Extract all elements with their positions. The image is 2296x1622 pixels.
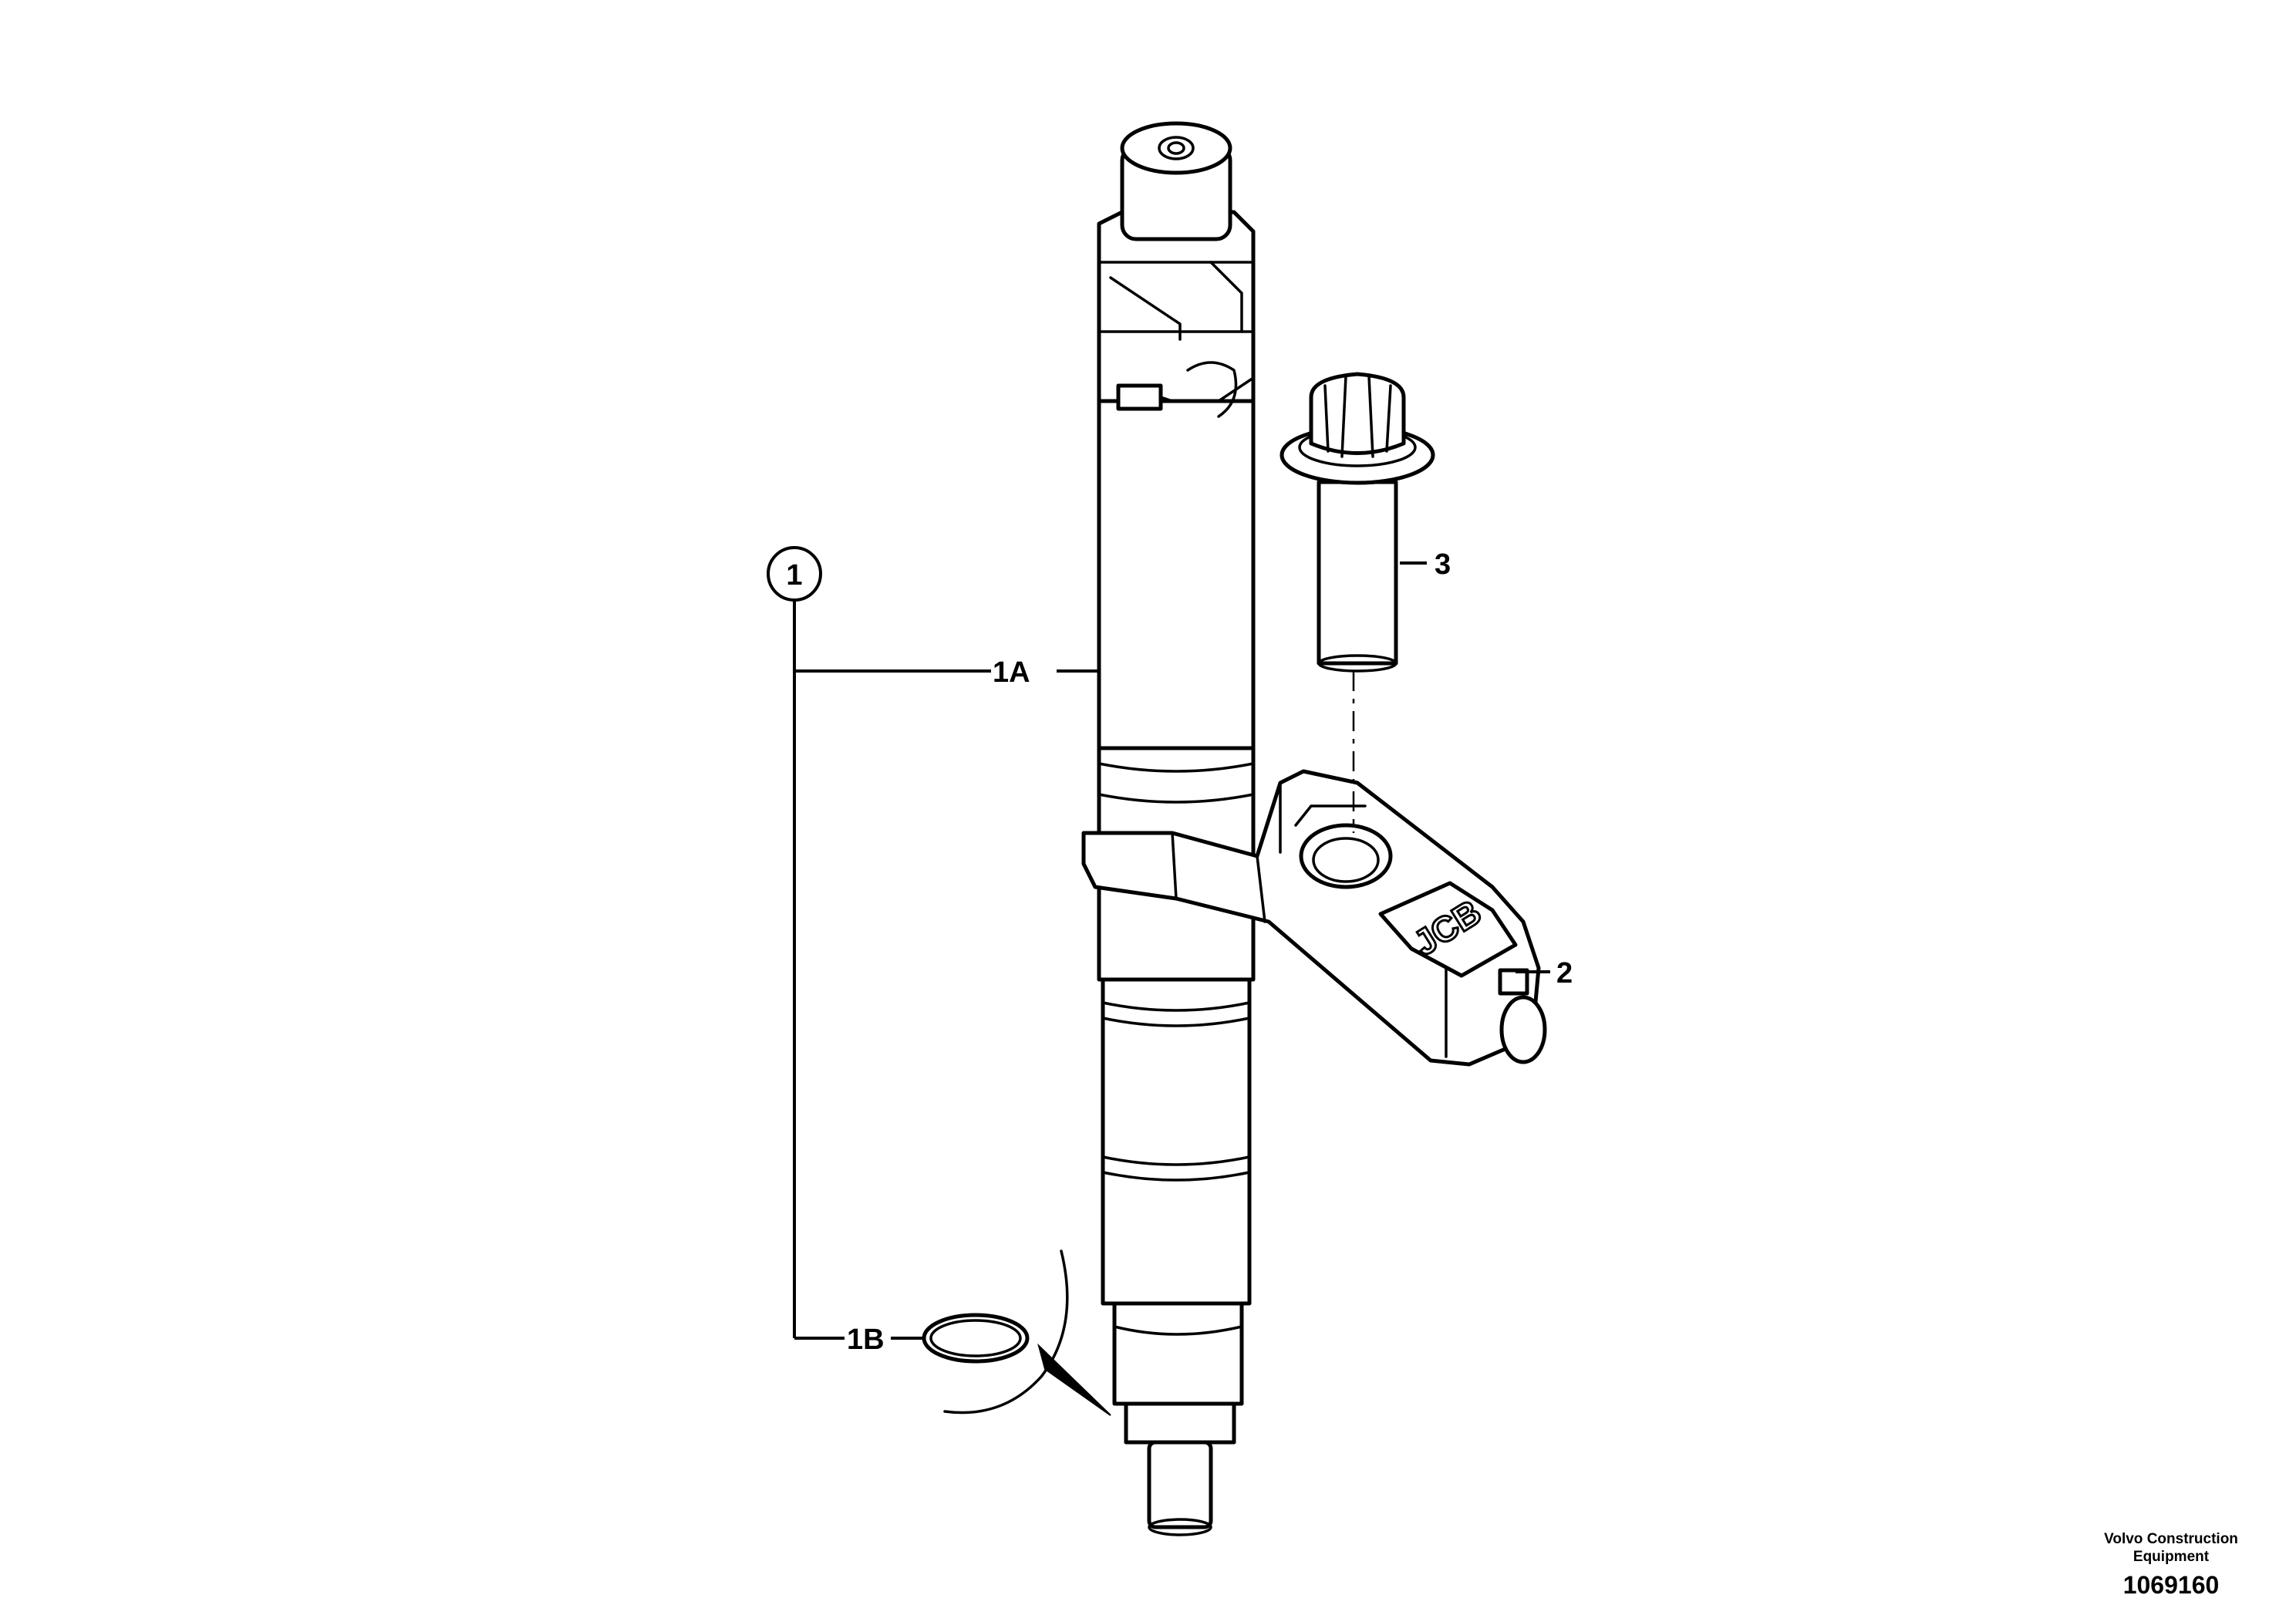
injector-upper-barrel — [1097, 399, 1256, 750]
bolt-shank — [1317, 480, 1398, 666]
drawing-number: 1069160 — [2122, 1571, 2220, 1599]
injector-side-tab — [1116, 383, 1163, 411]
o-ring-outer — [922, 1313, 1030, 1364]
detail-indicator — [943, 1249, 1111, 1416]
bolt-head — [1309, 372, 1406, 455]
o-ring — [922, 1313, 1030, 1364]
clamp-end-tab — [1498, 968, 1529, 996]
clamp-end-pin — [1499, 995, 1547, 1064]
publisher-credit-line2: Equipment — [2132, 1549, 2210, 1565]
injector-top-cap — [1120, 121, 1232, 175]
clamp-bolt-hole — [1299, 823, 1393, 889]
leader-lines — [793, 561, 1550, 1340]
injector-lower-barrel — [1101, 977, 1252, 1306]
clamp-logo-plate — [1378, 881, 1518, 978]
callout-1: 1 — [786, 559, 802, 592]
callout-1a: 1A — [993, 656, 1030, 689]
callout-3: 3 — [1435, 548, 1451, 581]
injector-clamp: JCB — [1081, 769, 1547, 1067]
callout-2: 2 — [1556, 957, 1573, 990]
callout-1b: 1B — [847, 1324, 885, 1356]
injector-nozzle-section — [1112, 1301, 1244, 1406]
callouts: 1 1A 1B 3 2 — [767, 546, 1573, 1356]
publisher-credit-line1: Volvo Construction — [2104, 1531, 2238, 1547]
injector-body — [1097, 121, 1256, 1536]
publisher-credit: Volvo Construction Equipment — [2082, 1530, 2260, 1566]
injector-nozzle-tip — [1147, 1440, 1213, 1529]
injector-nozzle-nut — [1124, 1401, 1236, 1445]
callout-1-circle — [767, 546, 822, 602]
clamp-body — [1081, 769, 1541, 1067]
clamp-bolt — [1279, 372, 1435, 833]
o-ring-inner — [929, 1319, 1022, 1357]
